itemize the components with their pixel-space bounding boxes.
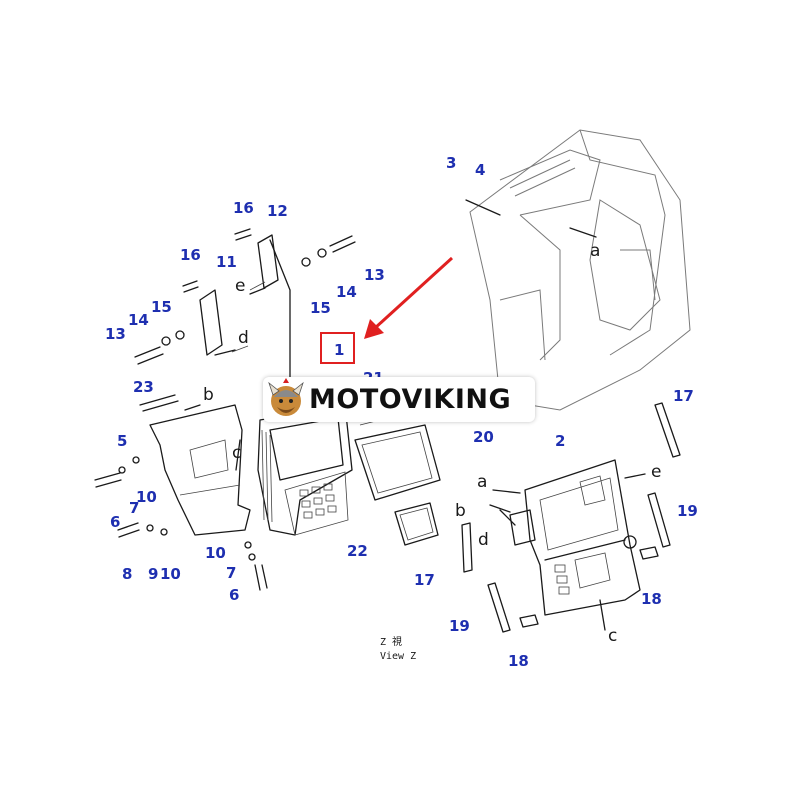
label-8: 8: [122, 565, 132, 583]
label-2: 2: [555, 432, 565, 450]
label-20: 20: [473, 428, 494, 446]
letter-e2: e: [651, 462, 661, 482]
view-label-line2: View Z: [380, 651, 416, 662]
label-15a: 15: [310, 299, 331, 317]
label-12: 12: [267, 202, 288, 220]
label-7a: 7: [129, 499, 139, 517]
label-13a: 13: [364, 266, 385, 284]
letter-d1: d: [238, 328, 249, 348]
bracket-parts: [134, 228, 356, 381]
label-13b: 13: [105, 325, 126, 343]
gaskets: [354, 424, 441, 546]
label-10a: 10: [136, 488, 157, 506]
callout-arrow-icon: [373, 256, 454, 330]
brand-name: MOTOVIKING: [309, 384, 512, 415]
letter-c2: c: [608, 626, 617, 646]
label-5: 5: [117, 432, 127, 450]
label-18a: 18: [641, 590, 662, 608]
highlight-callout: [320, 256, 454, 364]
panel-2: [461, 402, 681, 633]
label-16a: 16: [233, 199, 254, 217]
label-18b: 18: [508, 652, 529, 670]
letter-a2: a: [477, 472, 487, 492]
label-6a: 6: [110, 513, 120, 531]
label-6b: 6: [229, 586, 239, 604]
label-10b: 10: [160, 565, 181, 583]
connection-arrows: [184, 199, 646, 631]
label-22: 22: [347, 542, 368, 560]
label-14b: 14: [128, 311, 149, 329]
cab-outline: [469, 129, 691, 411]
view-label-line1: Z 視: [380, 635, 402, 648]
label-17a: 17: [673, 387, 694, 405]
plate-5: [94, 394, 268, 591]
letter-e1: e: [235, 276, 245, 296]
letter-b1: b: [203, 385, 214, 405]
label-15b: 15: [151, 298, 172, 316]
label-4: 4: [475, 161, 485, 179]
monitor-1: [257, 404, 381, 536]
connection-letters: a a b b c c d d e e: [203, 241, 661, 646]
part-1-highlight-box: [320, 332, 355, 364]
label-19b: 19: [449, 617, 470, 635]
label-14a: 14: [336, 283, 357, 301]
label-1: 1: [334, 341, 344, 359]
label-19a: 19: [677, 502, 698, 520]
label-11: 11: [216, 253, 237, 271]
letter-a1: a: [590, 241, 600, 261]
label-23: 23: [133, 378, 154, 396]
letter-c1: c: [232, 443, 241, 463]
brand-banner: MOTOVIKING: [263, 377, 535, 422]
keypad: [299, 483, 337, 519]
letter-d2: d: [478, 530, 489, 550]
view-label: Z 視 View Z: [380, 635, 416, 662]
label-9: 9: [148, 565, 158, 583]
label-17b: 17: [414, 571, 435, 589]
label-16b: 16: [180, 246, 201, 264]
label-3: 3: [446, 154, 456, 172]
label-7b: 7: [226, 564, 236, 582]
viking-logo-icon: [268, 378, 304, 416]
label-10c: 10: [205, 544, 226, 562]
letter-b2: b: [455, 501, 466, 521]
